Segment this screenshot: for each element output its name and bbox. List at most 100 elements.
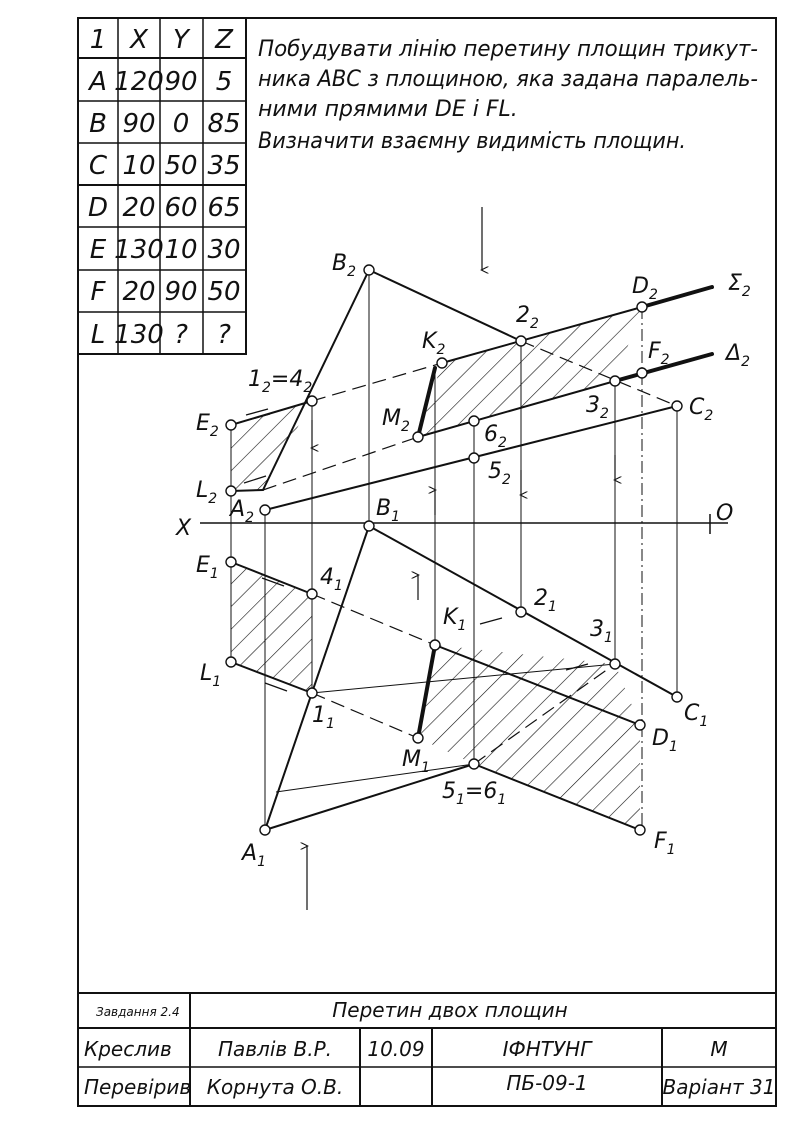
table-cell: 130	[114, 320, 164, 350]
table-cell: 20	[122, 193, 155, 223]
label-c2: C2	[689, 395, 713, 424]
point-3-2	[609, 375, 621, 387]
table-cell: L	[91, 320, 106, 350]
stamp-university: ІФНТУНГ	[503, 1037, 594, 1061]
label-3-2: 32	[586, 393, 609, 422]
label-a2: A2	[228, 497, 254, 526]
hidden-lines	[262, 340, 678, 765]
hatch-left-lower	[231, 562, 312, 693]
point-5-1	[468, 758, 480, 770]
stamp-checked-label: Перевірив	[84, 1075, 191, 1099]
label-x: X	[175, 516, 192, 541]
point-b2	[363, 264, 375, 276]
label-sigma2: Σ2	[728, 271, 751, 300]
point-4-1	[306, 588, 318, 600]
table-header-cell: X	[128, 25, 149, 55]
table-cell: 10	[122, 151, 155, 181]
task-line: Визначити взаємну видимість площин.	[258, 129, 686, 154]
stamp-drew-label: Креслив	[84, 1037, 172, 1061]
point-f1	[634, 824, 646, 836]
point-d1	[634, 719, 646, 731]
table-header-cell: 1	[90, 25, 107, 55]
stamp-title: Перетин двох площин	[332, 998, 567, 1022]
hatched-regions	[231, 307, 642, 830]
table-cell: 120	[114, 67, 164, 97]
label-b1: B1	[376, 496, 400, 525]
table-cell: 85	[207, 109, 240, 139]
point-l1	[225, 656, 237, 668]
label-k1: K1	[443, 605, 466, 634]
point-3-1	[609, 658, 621, 670]
table-cell: 50	[164, 151, 197, 181]
table-cell: 0	[173, 109, 190, 139]
table-header-cell: Z	[214, 25, 234, 55]
parallel-marks	[243, 408, 589, 692]
point-l2	[225, 485, 237, 497]
label-delta2: Δ2	[724, 341, 750, 370]
table-cell: A	[87, 67, 107, 97]
stamp-checked-name: Корнута О.В.	[207, 1075, 343, 1099]
hatch-right-upper	[418, 307, 642, 437]
label-d2: D2	[632, 274, 658, 303]
task-description: Побудувати лінію перетину площин трикут-…	[258, 37, 758, 154]
label-1-1: 11	[312, 703, 335, 732]
point-1-2	[306, 395, 318, 407]
table-cell: ?	[217, 320, 231, 350]
label-k2: K2	[422, 329, 445, 358]
table-cell: 30	[207, 235, 240, 265]
table-cell: 10	[164, 235, 197, 265]
points	[225, 264, 683, 836]
table-cell: E	[90, 235, 107, 265]
label-l2: L2	[196, 478, 217, 507]
table-cell: F	[91, 277, 107, 307]
table-cell: C	[89, 151, 108, 181]
label-1-2: 12=42	[248, 367, 312, 396]
label-2-2: 22	[516, 303, 539, 332]
point-a1	[259, 824, 271, 836]
point-2-1	[515, 606, 527, 618]
label-5-1: 51=61	[442, 779, 506, 808]
thick-lines	[416, 285, 714, 740]
point-b1	[363, 520, 375, 532]
point-m2	[412, 431, 424, 443]
label-d1: D1	[652, 726, 678, 755]
point-c2	[671, 400, 683, 412]
table-cell: 5	[216, 67, 233, 97]
point-2-2	[515, 335, 527, 347]
label-6-2: 62	[484, 422, 507, 451]
point-k1	[429, 639, 441, 651]
coordinate-table: 1 X Y Z A 120 90 5 B 90 0 85 C 10 50 35 …	[77, 17, 247, 355]
point-m1	[412, 732, 424, 744]
point-d2	[636, 301, 648, 313]
label-f1: F1	[654, 829, 676, 858]
stamp-task-no: Завдання 2.4	[96, 1005, 180, 1019]
label-l1: L1	[200, 661, 221, 690]
point-1-1	[306, 687, 318, 699]
table-cell: 35	[207, 151, 240, 181]
label-5-2: 52	[488, 459, 511, 488]
label-e2: E2	[196, 411, 219, 440]
table-cell: D	[88, 193, 108, 223]
table-cell: 90	[164, 67, 197, 97]
label-m1: M1	[402, 747, 430, 776]
label-4-1: 41	[320, 565, 343, 594]
task-line: ними прямими DE і FL.	[258, 97, 518, 122]
table-cell: 90	[164, 277, 197, 307]
table-cell: 60	[164, 193, 197, 223]
stamp-variant: Варіант 31	[662, 1075, 775, 1099]
label-f2: F2	[648, 339, 670, 368]
label-3-1: 31	[590, 617, 613, 646]
task-line: ника ABC з площиною, яка задана паралель…	[258, 67, 758, 92]
point-labels: B2 D2 Σ2 22 K2 F2 Δ2 12=42 32 C2 E2 M2 6…	[175, 251, 751, 870]
projection-arrows	[307, 207, 615, 910]
table-cell: B	[89, 109, 107, 139]
stamp-date: 10.09	[367, 1037, 424, 1061]
point-c1	[671, 691, 683, 703]
table-cell: 65	[207, 193, 240, 223]
task-line: Побудувати лінію перетину площин трикут-	[258, 37, 758, 62]
stamp-scale: М	[710, 1037, 727, 1061]
sheet-frame	[77, 17, 777, 1107]
table-cell: 130	[114, 235, 164, 265]
label-a1: A1	[240, 841, 266, 870]
point-e1	[225, 556, 237, 568]
